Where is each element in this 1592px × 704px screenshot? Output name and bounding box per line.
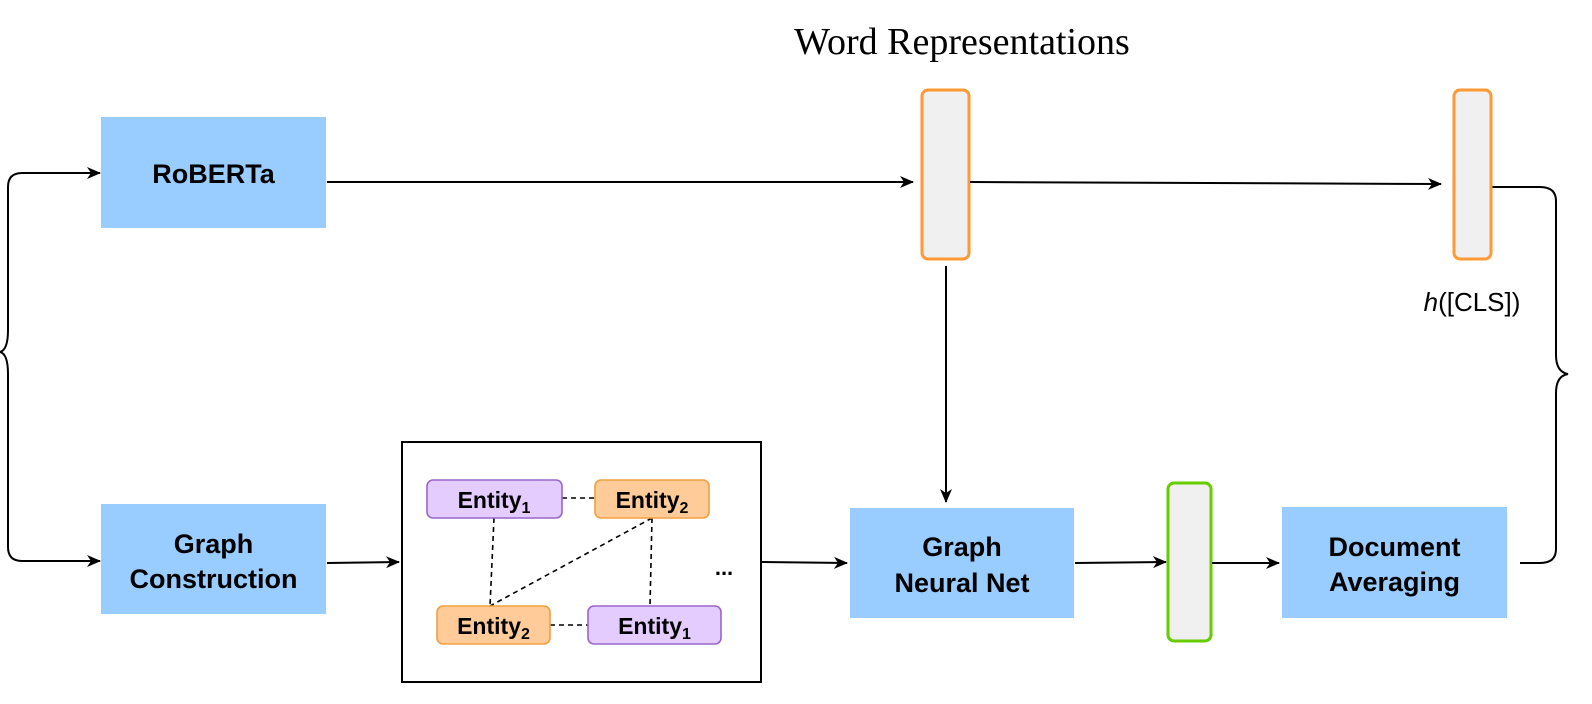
edge-e1top-e2bottom	[489, 517, 495, 607]
document-averaging-box: Document Averaging	[1282, 507, 1507, 618]
entity-node-e2-bottom: Entity2	[436, 605, 551, 645]
arrow-construction-to-graph	[326, 556, 400, 569]
graph-ellipsis: ...	[715, 555, 733, 580]
svg-text:Entity1: Entity1	[458, 487, 531, 517]
cls-vector	[1452, 88, 1493, 261]
edge-e2top-e1bottom	[649, 517, 653, 607]
roberta-box: RoBERTa	[101, 117, 326, 228]
doc-avg-label-1: Document	[1328, 532, 1460, 562]
cls-label: h([CLS])	[1424, 287, 1521, 317]
entity-graph-panel: Entity1 Entity2 Entity2 Entity1 ...	[401, 441, 762, 683]
gnn-label-2: Neural Net	[894, 568, 1029, 598]
word-representation-vector	[920, 88, 971, 261]
graph-construction-label-1: Graph	[174, 529, 254, 559]
svg-text:Entity1: Entity1	[618, 613, 691, 643]
word-representations-title: Word Representations	[794, 21, 1130, 63]
graph-vector	[1166, 481, 1213, 643]
svg-text:Entity2: Entity2	[616, 487, 689, 517]
arrow-graph-to-gnn	[761, 556, 848, 569]
entity-node-e1-bottom: Entity1	[587, 605, 722, 645]
edge-e2top-e2bottom	[489, 517, 653, 607]
gnn-label-1: Graph	[922, 532, 1002, 562]
entity-node-e1-top: Entity1	[426, 479, 563, 519]
graph-construction-label-2: Construction	[130, 564, 298, 594]
doc-avg-label-2: Averaging	[1329, 567, 1460, 597]
graph-construction-box: Graph Construction	[101, 504, 326, 614]
arrow-vector-to-cls	[969, 177, 1442, 190]
gnn-box: Graph Neural Net	[850, 508, 1074, 618]
right-brace	[1492, 186, 1569, 564]
svg-text:Entity2: Entity2	[457, 613, 530, 643]
roberta-label: RoBERTa	[152, 159, 275, 189]
arrow-gnn-to-vector	[1074, 556, 1167, 569]
entity-node-e2-top: Entity2	[594, 479, 710, 519]
left-brace	[0, 172, 100, 562]
